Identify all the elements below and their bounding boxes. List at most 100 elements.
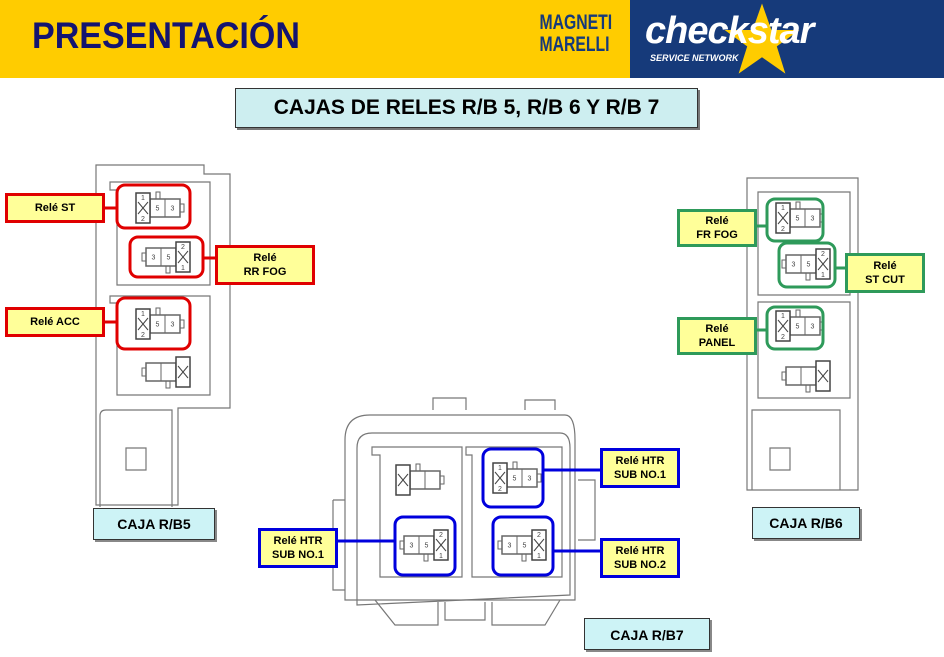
rb5-outline xyxy=(95,164,231,506)
relay-tab xyxy=(165,380,171,389)
relay-tab xyxy=(155,307,161,316)
pin-label: 2 xyxy=(821,251,825,258)
pin-label: 3 xyxy=(811,216,815,223)
relay-tab xyxy=(423,553,429,562)
relay-coil-cross xyxy=(494,471,506,485)
rb7-outline xyxy=(344,414,576,601)
pin-label: 3 xyxy=(171,206,175,213)
rb5-socket xyxy=(99,409,173,507)
pin-label: 3 xyxy=(508,543,512,550)
pin-label: 5 xyxy=(513,476,517,483)
rb5-lower-bay xyxy=(109,295,211,396)
label-rele-htr-sub2: Relé HTR SUB NO.2 xyxy=(600,538,680,578)
relay-coil-cross xyxy=(817,257,829,271)
star-icon xyxy=(724,3,800,74)
caption-rb6: CAJA R/B6 xyxy=(752,507,860,539)
checkstar-logo-sub: SERVICE NETWORK xyxy=(650,53,739,63)
pin-label: 5 xyxy=(425,543,429,550)
rb7-top-clips xyxy=(432,397,556,410)
rb6-socket xyxy=(751,409,841,490)
relay-highlight xyxy=(491,515,555,577)
star-shape xyxy=(724,3,800,74)
rb6-upper-bay xyxy=(757,191,851,296)
relay-tab xyxy=(512,461,518,470)
pin-label: 2 xyxy=(181,244,185,251)
label-rele-st-cut: Relé ST CUT xyxy=(845,253,925,293)
rb6-lower-bay xyxy=(757,301,851,399)
pin-label: 3 xyxy=(811,324,815,331)
rb7-bottom-feet xyxy=(374,599,561,626)
pin-label: 1 xyxy=(498,465,502,472)
relay-tab xyxy=(805,272,811,281)
pin-label: 2 xyxy=(537,532,541,539)
rb7-inner xyxy=(356,432,571,606)
pin-label: 2 xyxy=(781,226,785,233)
relay-tab xyxy=(521,553,527,562)
pin-label: 5 xyxy=(796,216,800,223)
checkstar-logo: checkstar xyxy=(645,10,814,52)
relay-highlight xyxy=(777,241,837,289)
relay-coil-cross xyxy=(817,369,829,383)
pin-label: 1 xyxy=(781,205,785,212)
rb6-outline xyxy=(746,177,859,491)
rb6-hole xyxy=(769,447,791,471)
label-rele-acc: Relé ACC xyxy=(5,307,105,337)
pin-label: 1 xyxy=(537,553,541,560)
pin-label: 5 xyxy=(156,322,160,329)
pin-label: 5 xyxy=(796,324,800,331)
relay-tab xyxy=(795,201,801,210)
relay-coil-cross xyxy=(177,250,189,264)
relay-coil-cross xyxy=(397,473,409,487)
rb7-right-bay xyxy=(465,446,563,578)
pin-label: 1 xyxy=(141,311,145,318)
relay-coil-cross xyxy=(435,538,447,552)
label-rele-fr-fog: Relé FR FOG xyxy=(677,209,757,247)
relay-coil-cross xyxy=(137,317,149,331)
label-rele-htr-sub1-left: Relé HTR SUB NO.1 xyxy=(258,528,338,568)
rb5-hole xyxy=(125,447,147,471)
rb7-side-clips xyxy=(332,479,596,591)
relay-coil-cross xyxy=(533,538,545,552)
pin-label: 2 xyxy=(141,332,145,339)
pin-label: 3 xyxy=(171,322,175,329)
relay-tab xyxy=(795,309,801,318)
magneti-marelli-logo: MAGNETI MARELLI xyxy=(539,11,613,56)
pin-label: 1 xyxy=(181,265,185,272)
relay-highlight xyxy=(481,447,545,509)
header-bar: PRESENTACIÓN MAGNETI MARELLI checkstar S… xyxy=(0,0,944,78)
pin-label: 3 xyxy=(528,476,532,483)
relay-coil-cross xyxy=(137,201,149,215)
pin-label: 5 xyxy=(523,543,527,550)
label-rele-htr-sub1-right: Relé HTR SUB NO.1 xyxy=(600,448,680,488)
relay-tab xyxy=(415,463,421,472)
pin-label: 1 xyxy=(781,313,785,320)
relay-tab xyxy=(155,191,161,200)
pin-label: 1 xyxy=(439,553,443,560)
caption-rb5: CAJA R/B5 xyxy=(93,508,215,540)
pin-label: 3 xyxy=(152,255,156,262)
pin-label: 3 xyxy=(410,543,414,550)
label-rele-panel: Relé PANEL xyxy=(677,317,757,355)
relay-tab xyxy=(165,265,171,274)
label-rele-st: Relé ST xyxy=(5,193,105,223)
rb7-left-bay xyxy=(371,446,463,578)
pin-label: 1 xyxy=(821,272,825,279)
relay-highlight xyxy=(765,305,825,351)
page-title: PRESENTACIÓN xyxy=(32,15,300,56)
pin-label: 3 xyxy=(792,262,796,269)
pin-label: 5 xyxy=(807,262,811,269)
relay-coil-cross xyxy=(777,211,789,225)
pin-label: 1 xyxy=(141,195,145,202)
slide-subtitle: CAJAS DE RELES R/B 5, R/B 6 Y R/B 7 xyxy=(235,88,698,128)
relay-coil-cross xyxy=(777,319,789,333)
pin-label: 2 xyxy=(781,334,785,341)
relay-tab xyxy=(805,384,811,393)
relay-coil-cross xyxy=(177,365,189,379)
caption-rb7: CAJA R/B7 xyxy=(584,618,710,650)
rb5-upper-bay xyxy=(109,181,211,286)
relay-highlight xyxy=(393,515,457,577)
relay-highlight xyxy=(765,197,825,243)
pin-label: 5 xyxy=(167,255,171,262)
pin-label: 2 xyxy=(498,486,502,493)
